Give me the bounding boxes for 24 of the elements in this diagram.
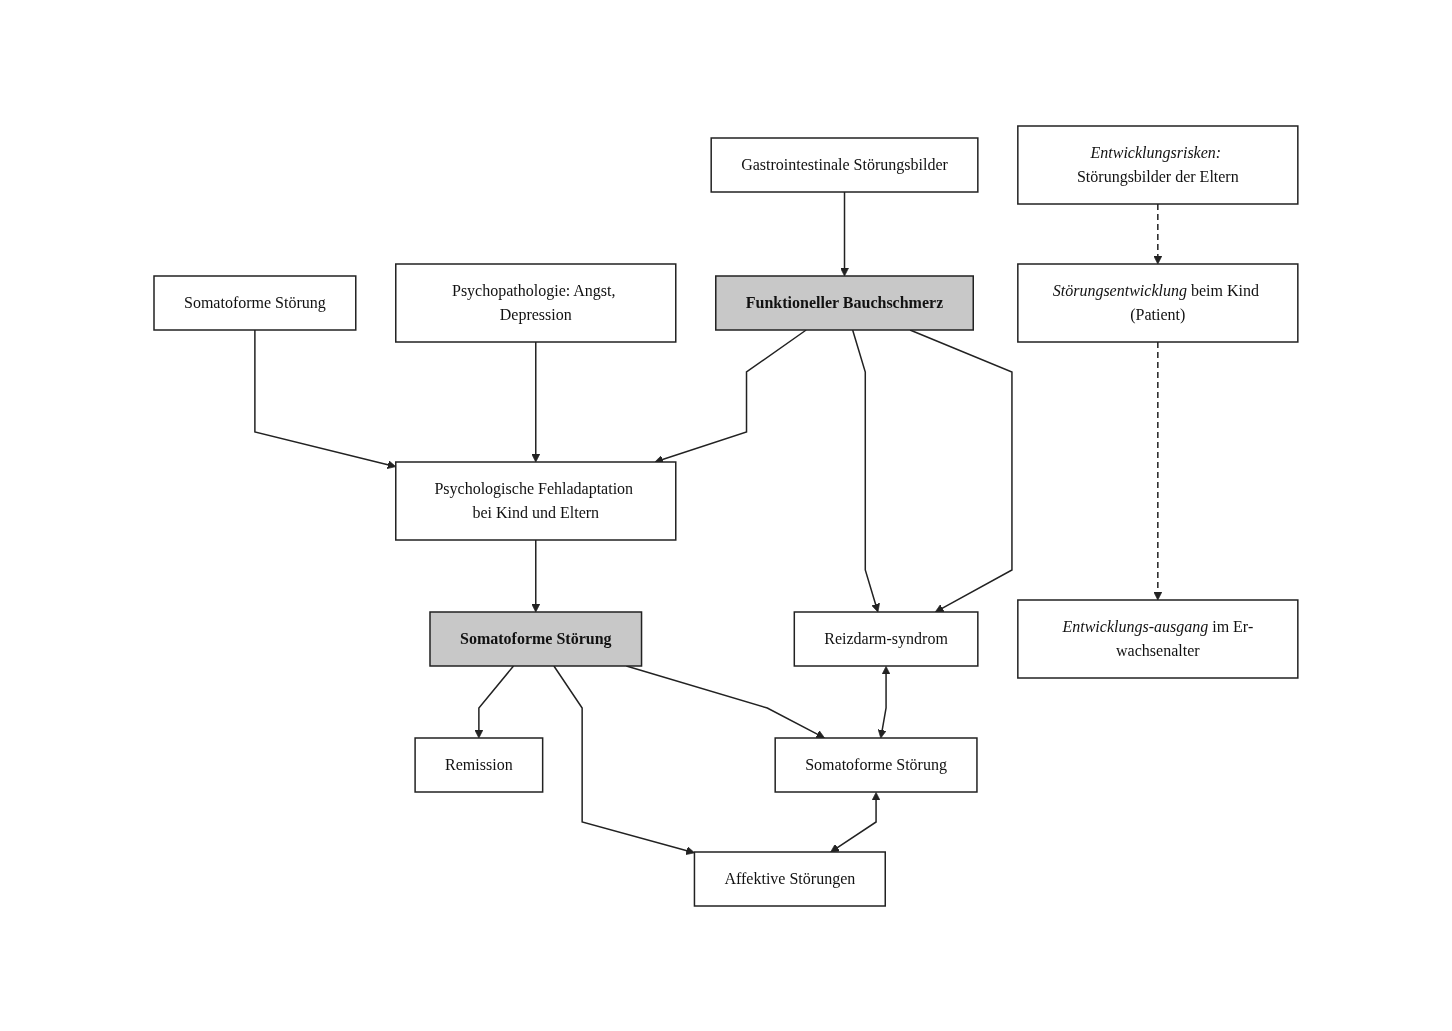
node-box: Psychopathologie: Angst, Depression xyxy=(395,262,677,343)
arrow xyxy=(851,328,880,612)
node-box: Gastrointestinale Störungsbilder xyxy=(710,136,979,193)
node-box: Somatoforme Störung xyxy=(429,610,643,667)
arrow xyxy=(531,538,541,612)
node-box: Remission xyxy=(414,736,544,793)
node-box: Funktioneller Bauchschmerz xyxy=(715,274,975,331)
arrow xyxy=(877,665,891,738)
arrow xyxy=(1153,202,1163,264)
node-box: Entwicklungsrisken: Störungsbilder der Eltern xyxy=(1017,124,1299,205)
node-box: Entwicklungs-ausgang im Er-wachsenalter xyxy=(1017,598,1299,679)
node-box: Somatoforme Störung xyxy=(774,736,978,793)
node-box: Psychologische Fehladaptation bei Kind und Eltern xyxy=(395,460,677,541)
arrow xyxy=(553,664,695,855)
node-box: Störungsentwicklung beim Kind (Patient) xyxy=(1017,262,1299,343)
arrow xyxy=(840,190,849,276)
node-box: Reizdarm-syndrom xyxy=(793,610,979,667)
arrow xyxy=(909,328,1013,612)
node-box: Affektive Störungen xyxy=(693,850,887,907)
arrow xyxy=(531,340,541,462)
arrow xyxy=(830,791,881,852)
arrow xyxy=(474,664,515,738)
node-box: Somatoforme Störung xyxy=(153,274,357,331)
arrow xyxy=(1153,340,1163,600)
